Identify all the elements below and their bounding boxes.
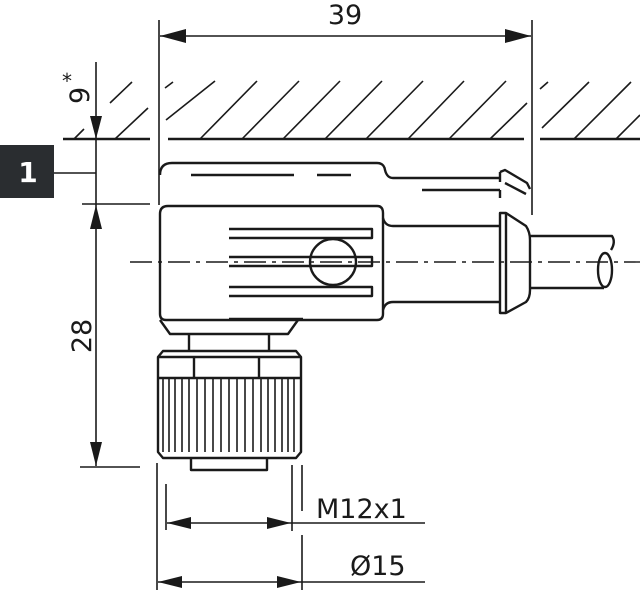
dim-label-diameter: Ø15 (350, 551, 406, 582)
dimension-overall-length: 39 (158, 0, 533, 215)
cable-profile-upper (158, 161, 532, 198)
dim-label-9: 9 (65, 87, 96, 104)
mounting-surface (63, 80, 640, 141)
dim-note-asterisk: * (62, 69, 72, 93)
dimension-mounting-gap: 9 * (62, 62, 102, 205)
dim-label-thread: M12x1 (316, 494, 407, 525)
coupling-nut (156, 319, 303, 472)
dimension-height: 28 (67, 203, 150, 468)
dim-label-28: 28 (67, 319, 98, 353)
dimension-thread-and-diameter: M12x1 Ø15 (156, 463, 425, 590)
dim-label-39: 39 (328, 0, 362, 31)
badge-label: 1 (18, 156, 37, 189)
connector-body (130, 204, 640, 322)
reference-badge: 1 (0, 145, 96, 198)
